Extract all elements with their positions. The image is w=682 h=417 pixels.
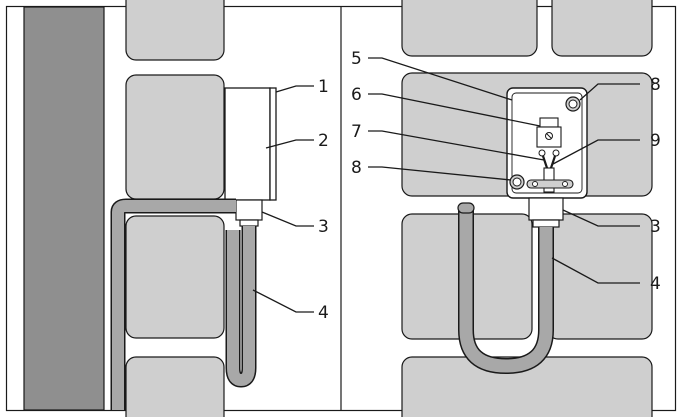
brick <box>125 74 225 200</box>
brick <box>547 213 653 340</box>
leader-1 <box>275 85 314 93</box>
box-lid-side <box>269 87 277 201</box>
cable-end <box>457 202 475 214</box>
brick <box>125 215 225 339</box>
left-view: 1 2 3 4 <box>23 0 329 417</box>
cable-gland-front <box>528 197 564 221</box>
gland-nut-side <box>239 219 259 227</box>
leader-5 <box>368 57 513 101</box>
leader-4-left <box>252 289 314 313</box>
label-6: 6 <box>351 85 362 105</box>
label-4-right: 4 <box>650 274 661 294</box>
label-3-right: 3 <box>650 217 661 237</box>
cable-drop <box>227 226 255 387</box>
label-8-right: 8 <box>650 75 661 95</box>
wire-conductors <box>541 155 557 169</box>
cable-loop-upper <box>112 200 236 410</box>
leader-6 <box>368 93 541 127</box>
brick <box>401 0 538 57</box>
label-1: 1 <box>318 77 329 97</box>
brick <box>125 356 225 417</box>
label-7: 7 <box>351 122 362 142</box>
strain-relief-clamp <box>526 179 574 189</box>
screw-top-right <box>565 96 581 112</box>
leader-2 <box>265 139 314 149</box>
brick <box>125 0 225 61</box>
label-8-left: 8 <box>351 158 362 178</box>
leader-8-left <box>368 166 512 181</box>
label-9: 9 <box>650 131 661 151</box>
gland-nut-front <box>532 219 560 228</box>
brick <box>551 0 653 57</box>
label-3-left: 3 <box>318 217 329 237</box>
leader-8-right <box>579 83 640 101</box>
leader-4-right <box>551 257 640 284</box>
cable-u <box>459 210 553 373</box>
leader-3-left <box>261 211 314 227</box>
leader-7 <box>368 130 545 161</box>
junction-box-side <box>224 87 271 201</box>
terminal-block <box>536 117 562 157</box>
leader-9 <box>552 139 640 165</box>
leader-3-right <box>562 209 640 227</box>
screw-bottom-left <box>509 174 525 190</box>
box-inner-rim <box>511 92 583 194</box>
right-view: 5 6 7 8 8 9 3 4 <box>351 0 661 417</box>
cable-gland-side <box>235 199 263 221</box>
wall-section <box>23 6 105 411</box>
label-2: 2 <box>318 131 329 151</box>
label-4-left: 4 <box>318 303 329 323</box>
label-5: 5 <box>351 49 362 69</box>
